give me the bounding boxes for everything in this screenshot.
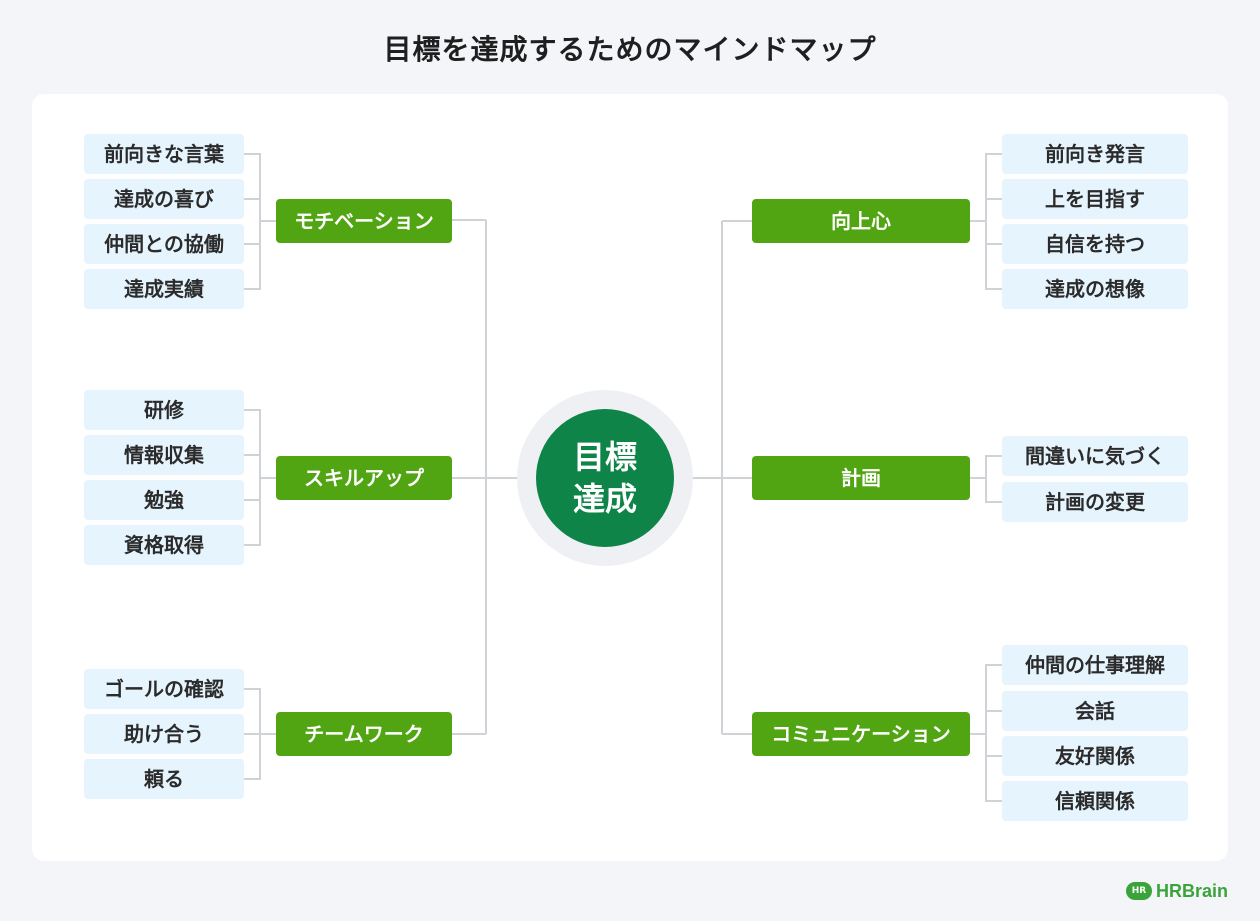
node-keikaku-no-henko: 計画の変更 (1002, 482, 1188, 522)
node-shinrai-kankei: 信頼関係 (1002, 781, 1188, 821)
branch-communication: コミュニケーション (752, 712, 970, 756)
node-shikaku-shutoku: 資格取得 (84, 525, 244, 565)
node-tassei-jisseki: 達成実績 (84, 269, 244, 309)
node-yuko-kankei: 友好関係 (1002, 736, 1188, 776)
logo-mark-icon: HR (1126, 882, 1152, 900)
node-goal-no-kakunin: ゴールの確認 (84, 669, 244, 709)
node-kaiwa: 会話 (1002, 691, 1188, 731)
node-tassei-no-sozo: 達成の想像 (1002, 269, 1188, 309)
node-benkyo: 勉強 (84, 480, 244, 520)
logo-text: HRBrain (1156, 880, 1229, 901)
node-maemuki-hatsugen: 前向き発言 (1002, 134, 1188, 174)
node-ue-wo-mezasu: 上を目指す (1002, 179, 1188, 219)
center-node: 目標 達成 (536, 409, 674, 547)
node-nakama-tono-kyodo: 仲間との協働 (84, 224, 244, 264)
node-tasukeau: 助け合う (84, 714, 244, 754)
node-joho-shushu: 情報収集 (84, 435, 244, 475)
center-label-line1: 目標 (572, 438, 637, 476)
node-maemukina-kotoba: 前向きな言葉 (84, 134, 244, 174)
node-jishin-wo-motsu: 自信を持つ (1002, 224, 1188, 264)
page-title: 目標を達成するためのマインドマップ (383, 33, 877, 66)
branch-motivation: モチベーション (276, 199, 452, 243)
node-nakama-no-shigoto-rikai: 仲間の仕事理解 (1002, 645, 1188, 685)
hrbrain-logo: HR HRBrain (1126, 878, 1228, 904)
branch-teamwork: チームワーク (276, 712, 452, 756)
node-tayoru: 頼る (84, 759, 244, 799)
branch-kojoshin: 向上心 (752, 199, 970, 243)
branch-keikaku: 計画 (752, 456, 970, 500)
node-machigai-ni-kizuku: 間違いに気づく (1002, 436, 1188, 476)
center-label-line2: 達成 (572, 480, 637, 518)
branch-skill-up: スキルアップ (276, 456, 452, 500)
node-tassei-no-yorokobi: 達成の喜び (84, 179, 244, 219)
node-kenshu: 研修 (84, 390, 244, 430)
